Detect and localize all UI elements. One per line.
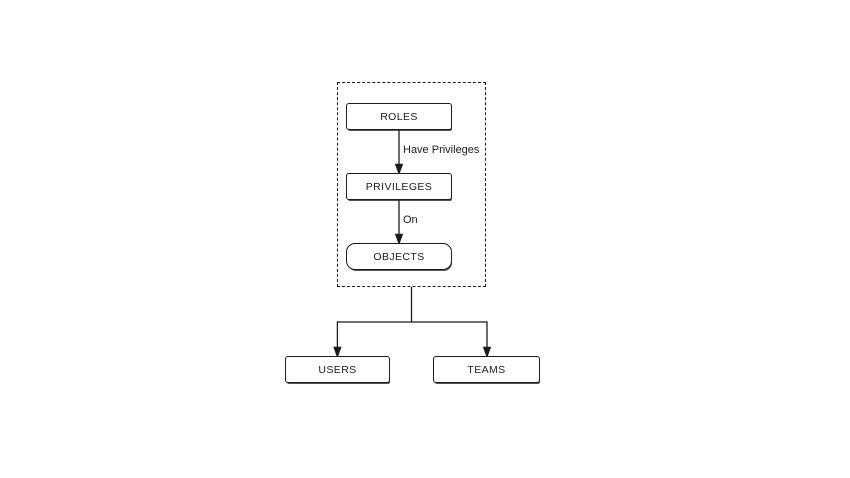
node-teams-label: TEAMS: [467, 363, 506, 376]
node-roles-label: ROLES: [380, 110, 418, 123]
node-roles: ROLES: [346, 103, 452, 130]
edge-label-have-privileges: Have Privileges: [402, 143, 481, 157]
edge-label-on: On: [402, 213, 419, 227]
node-objects-label: OBJECTS: [373, 250, 425, 263]
node-users: USERS: [285, 356, 390, 383]
node-users-label: USERS: [318, 363, 357, 376]
node-privileges: PRIVILEGES: [346, 173, 452, 200]
node-objects: OBJECTS: [346, 243, 452, 270]
rbac-group-container: [337, 82, 486, 287]
node-privileges-label: PRIVILEGES: [365, 180, 433, 193]
node-teams: TEAMS: [433, 356, 540, 383]
